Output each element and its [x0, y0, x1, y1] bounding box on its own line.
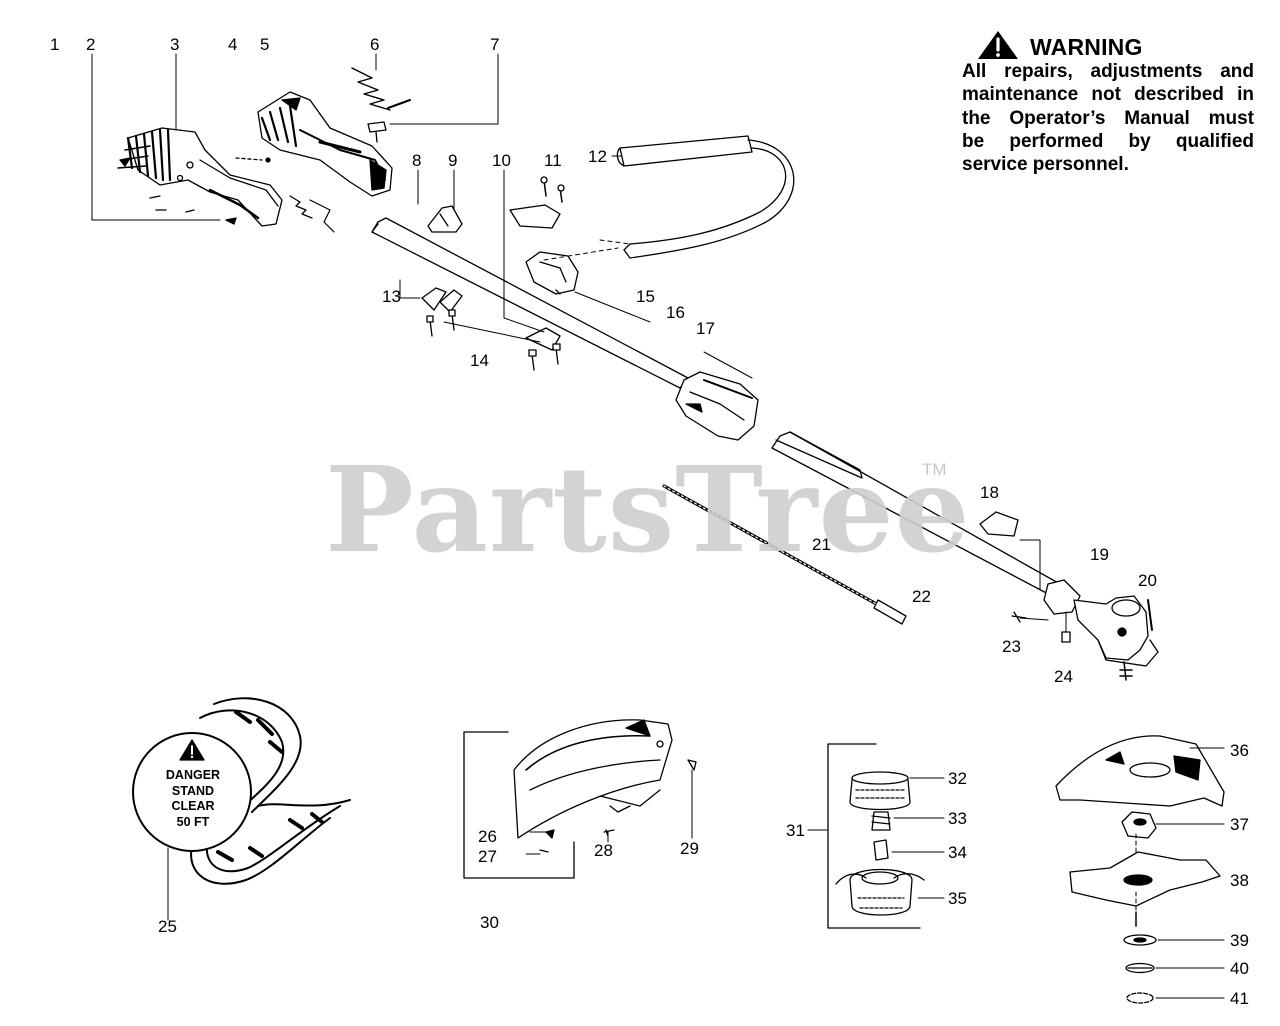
upper-shaft-part: [371, 217, 759, 441]
callout-10: 10: [492, 151, 511, 170]
callout-39: 39: [1230, 931, 1249, 950]
callout-28: 28: [594, 841, 613, 860]
callout-2: 2: [86, 35, 95, 54]
callout-13: 13: [382, 287, 401, 306]
trimmer-head-part: [835, 771, 925, 916]
callout-9: 9: [448, 151, 457, 170]
handle-clamp-part: [525, 251, 579, 295]
callout-30: 30: [480, 913, 499, 932]
cutting-blade-part: [1069, 851, 1221, 907]
harness-strap-part: [132, 697, 351, 885]
clear-line: CLEAR: [171, 799, 215, 813]
loop-handle-part: [616, 135, 795, 259]
callout-12: 12: [588, 147, 607, 166]
callout-17: 17: [696, 319, 715, 338]
callout-36: 36: [1230, 741, 1249, 760]
trimmer-guard-part: [513, 719, 673, 839]
warning-line: All repairs, adjustments and: [962, 61, 1254, 82]
spring-part: [351, 67, 411, 111]
lower-clamp-part: [525, 327, 561, 371]
callout-24: 24: [1054, 667, 1073, 686]
warning-line: maintenance not described in: [962, 84, 1254, 106]
bracket-part: [979, 511, 1019, 537]
callout-labels: 1 2 3 4 5 6 7 8 9 10 11 12 13 14 15 16 1…: [50, 35, 1249, 1008]
callout-16: 16: [666, 303, 685, 322]
callout-29: 29: [680, 839, 699, 858]
bracket-frame-30: [463, 731, 575, 879]
throttle-plate-part: [509, 176, 565, 229]
callout-18: 18: [980, 483, 999, 502]
stand-line: STAND: [171, 783, 215, 798]
engine-housing-part: [257, 91, 393, 197]
trademark-mark: TM: [922, 460, 947, 479]
callout-38: 38: [1230, 871, 1249, 890]
blade-nut-part: [1121, 811, 1157, 839]
callout-31: 31: [786, 821, 805, 840]
hex-screw-part: [1147, 599, 1153, 631]
blade-guard-part: [1055, 735, 1225, 807]
danger-line: DANGER: [165, 768, 221, 782]
callout-27: 27: [478, 847, 497, 866]
callout-5: 5: [260, 35, 269, 54]
callout-33: 33: [948, 809, 967, 828]
callout-25: 25: [158, 917, 177, 936]
callout-23: 23: [1002, 637, 1021, 656]
callout-34: 34: [948, 843, 967, 862]
callout-7: 7: [490, 35, 499, 54]
callout-40: 40: [1230, 959, 1249, 978]
small-screw-part: [1011, 611, 1027, 623]
callout-37: 37: [1230, 815, 1249, 834]
leader-lines: [91, 53, 1225, 999]
clip-part: [1126, 992, 1154, 1004]
callout-32: 32: [948, 769, 967, 788]
callout-15: 15: [636, 287, 655, 306]
danger-sign-text: DANGER STAND CLEAR 50 FT: [150, 768, 236, 830]
bracket-frame-31: [827, 743, 921, 929]
callout-22: 22: [912, 587, 931, 606]
drive-shaft-part: [662, 484, 907, 625]
warning-line: be performed by qualified: [962, 130, 1254, 152]
callout-3: 3: [170, 35, 179, 54]
callout-4: 4: [228, 35, 237, 54]
nut-part: [1061, 631, 1071, 643]
warning-line: the Operator’s Manual must: [962, 107, 1254, 129]
callout-14: 14: [470, 351, 489, 370]
warning-triangle-icon: [978, 31, 1018, 59]
callout-6: 6: [370, 35, 379, 54]
handle-housing-part: [117, 127, 283, 227]
distance-line: 50 FT: [176, 814, 210, 829]
warning-message: All repairs, adjustments and maintenance…: [962, 60, 1254, 176]
warning-line: service personnel.: [962, 154, 1129, 176]
screw-part: [367, 121, 387, 143]
callout-26: 26: [478, 827, 497, 846]
callout-1: 1: [50, 35, 59, 54]
shaft-clamp-part: [421, 287, 463, 337]
callout-21: 21: [812, 535, 831, 554]
lower-shaft-part: [771, 431, 1159, 681]
callout-35: 35: [948, 889, 967, 908]
clamp-part: [427, 205, 463, 233]
callout-11: 11: [544, 151, 562, 170]
callout-41: 41: [1230, 989, 1249, 1008]
callout-19: 19: [1090, 545, 1109, 564]
callout-20: 20: [1138, 571, 1157, 590]
callout-8: 8: [412, 151, 421, 170]
warning-title: WARNING: [1030, 34, 1143, 60]
